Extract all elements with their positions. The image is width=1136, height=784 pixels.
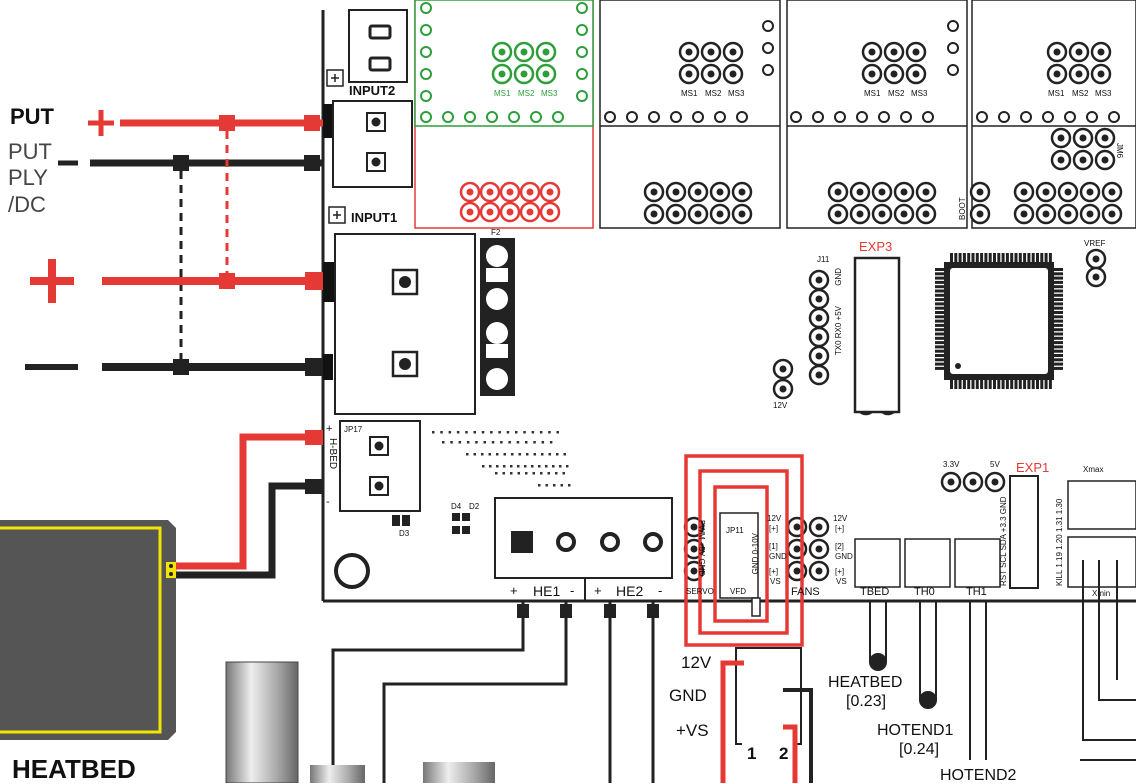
- tbed-label: TBED: [860, 586, 890, 598]
- callout-heatbed-pin: [0.23]: [846, 693, 887, 710]
- vfd-highlight: [684, 454, 804, 647]
- smd-dots: [432, 431, 571, 487]
- v33-label: 3.3V: [943, 460, 960, 469]
- servo-label: SERVO: [686, 587, 714, 596]
- thermistor-wires: [869, 560, 1136, 761]
- vfd-vs: VS: [770, 577, 781, 586]
- input1-connector: [323, 233, 476, 415]
- vfd-pin1: [1]: [769, 542, 778, 551]
- capacitors: [225, 661, 495, 783]
- input2-top-connector: [348, 9, 408, 83]
- hbed-connector: [334, 420, 470, 589]
- input2-label: INPUT2: [349, 83, 396, 98]
- input1-polarity: [328, 206, 346, 224]
- callout-12v: 12V: [681, 653, 712, 672]
- callout-hotend1: HOTEND1: [877, 722, 954, 739]
- input2-connector: [323, 100, 413, 188]
- power-wires: [25, 110, 323, 376]
- callout-vs: +VS: [676, 721, 709, 740]
- ms2-label-3: MS2: [888, 89, 905, 98]
- fans-label: FANS: [791, 586, 820, 598]
- ms2-label-4: MS2: [1072, 89, 1089, 98]
- hbed-label: H-BED: [327, 438, 338, 470]
- input-label-line4: /DC: [8, 192, 46, 217]
- he1-minus: -: [570, 583, 575, 598]
- ms3-label-2: MS3: [728, 89, 745, 98]
- f2-fuse: [480, 238, 515, 396]
- f2-label: F2: [491, 228, 501, 237]
- he2-minus: -: [658, 583, 663, 598]
- ms3-label-3: MS3: [911, 89, 928, 98]
- jp17-label: JP17: [344, 425, 363, 434]
- exp3-header: [853, 256, 901, 414]
- thermistor-connectors: [854, 475, 1136, 589]
- exp1-label: EXP1: [1016, 460, 1050, 475]
- fans-vs: VS: [836, 577, 847, 586]
- th0-label: TH0: [914, 586, 935, 598]
- ms2-label-2: MS2: [705, 89, 722, 98]
- ms3-label-4: MS3: [1095, 89, 1112, 98]
- boot-label: BOOT: [958, 197, 967, 220]
- vfd-12v: 12V: [767, 514, 782, 523]
- fans-gnd: GND: [835, 552, 853, 561]
- he1-plus: +: [510, 583, 518, 598]
- ms1-label-2: MS1: [681, 89, 698, 98]
- callout-hotend1-pin: [0.24]: [899, 741, 940, 758]
- heatbed-big-label: HEATBED: [12, 754, 136, 784]
- ms1-label-4: MS1: [1048, 89, 1065, 98]
- v5-label: 5V: [990, 460, 1000, 469]
- v12-small-label: 12V: [773, 401, 788, 410]
- jp11-label: JP11: [726, 526, 744, 535]
- vfd-label: VFD: [730, 587, 746, 596]
- he2-plus: +: [594, 583, 602, 598]
- jm6-label: JM6: [1115, 143, 1124, 159]
- vfd-plus: [+]: [769, 567, 779, 576]
- mcu-chip: [935, 253, 1063, 389]
- xmin-label: Xmin: [1092, 589, 1111, 598]
- he2-label: HE2: [616, 583, 644, 599]
- vfd-output-header: [720, 647, 813, 783]
- he-wires: [331, 601, 659, 783]
- heatbed-board: [0, 430, 323, 740]
- fans-plus: [+]: [835, 567, 845, 576]
- fans-12v: 12V: [833, 514, 848, 523]
- ms1-label-3: MS1: [864, 89, 881, 98]
- fans-pin2: [2]: [835, 542, 844, 551]
- exp1-pins2-label: KILL 1.19 1.20 1.31 1.30: [1055, 498, 1064, 586]
- callout-gnd: GND: [669, 686, 707, 705]
- j11-gnd: GND: [834, 268, 843, 286]
- he-connector: [494, 497, 673, 601]
- callout-hotend2: HOTEND2: [940, 767, 1017, 784]
- input-label-title: PUT: [10, 104, 54, 129]
- input1-label: INPUT1: [351, 210, 398, 225]
- callout-pin1: 1: [747, 744, 757, 763]
- ms2-label-1: MS2: [518, 89, 535, 98]
- exp3-label: EXP3: [859, 239, 893, 254]
- vfd-gnd: GND: [769, 552, 787, 561]
- j11-label: J11: [817, 255, 830, 264]
- ms1-label-1: MS1: [494, 89, 511, 98]
- exp1-pins-label: RST SCL SDA +3.3 GND: [999, 496, 1008, 586]
- input-label-line3: PLY: [8, 165, 48, 190]
- d4-label: D4: [451, 502, 462, 511]
- vfd-pins-label: GND 0-10V: [751, 533, 760, 575]
- th1-label: TH1: [966, 586, 987, 598]
- vfd-12v-bracket: [+]: [769, 524, 779, 533]
- hbed-minus: -: [326, 496, 330, 508]
- input-label-line2: PUT: [8, 139, 52, 164]
- he1-label: HE1: [533, 583, 561, 599]
- xmax-label: Xmax: [1083, 465, 1104, 474]
- servo-pins-label: PWM +5V GND: [697, 520, 706, 577]
- input2-polarity: [326, 69, 344, 87]
- callout-pin2: 2: [779, 744, 789, 763]
- ms3-label-1: MS3: [541, 89, 558, 98]
- vref-label: VREF: [1084, 239, 1106, 248]
- fans-12v-bracket: [+]: [835, 524, 845, 533]
- hbed-plus: +: [326, 423, 333, 435]
- j11-pins: TX0 RX0 +5V: [834, 306, 843, 356]
- d3-label: D3: [399, 529, 410, 538]
- d2-label: D2: [469, 502, 480, 511]
- callout-heatbed: HEATBED: [828, 674, 903, 691]
